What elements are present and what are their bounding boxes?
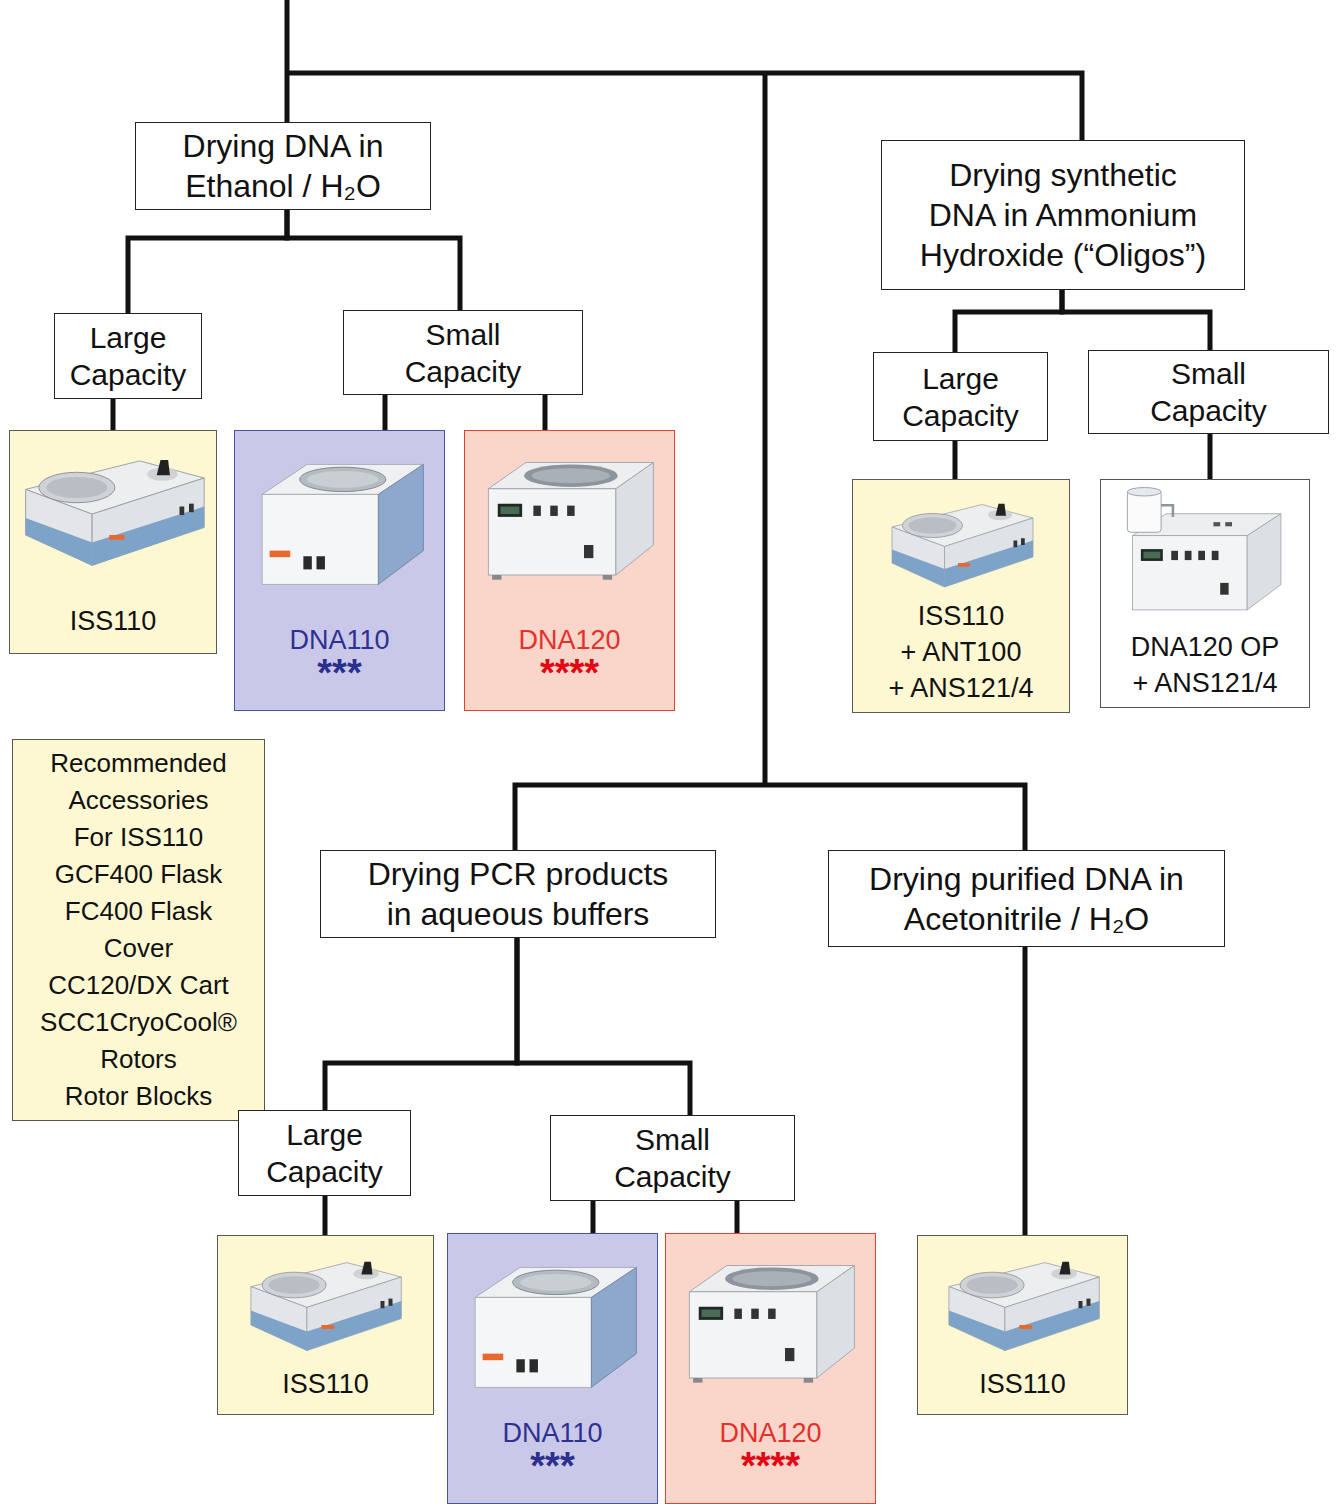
connector-line xyxy=(735,1201,740,1233)
application-box: Drying DNA in Ethanol / H₂O xyxy=(135,122,431,210)
application-box: Drying synthetic DNA in Ammonium Hydroxi… xyxy=(881,140,1245,290)
panel-fill xyxy=(665,1233,876,1504)
product-box-text: DNA120 xyxy=(719,1415,821,1451)
product-box-text: DNA120 xyxy=(518,622,620,658)
iss110-picture xyxy=(251,1262,401,1351)
product-box-text: ISS110 xyxy=(282,1366,369,1402)
connector-line xyxy=(1062,290,1210,350)
iss110-picture xyxy=(892,504,1033,587)
product-box-text: ISS110 xyxy=(918,598,1005,634)
product-box-text: **** xyxy=(741,1451,800,1481)
accessories-box-text: CC120/DX Cart xyxy=(48,967,229,1004)
connector-line xyxy=(1023,947,1028,1235)
product-box: ISS110 xyxy=(917,1235,1128,1415)
capacity-box: Small Capacity xyxy=(343,310,583,395)
connector-line xyxy=(323,1196,328,1235)
connector-line xyxy=(383,395,388,430)
application-box-text: Drying purified DNA in Acetonitrile / H₂… xyxy=(857,859,1197,939)
product-box-text: DNA110 xyxy=(289,622,389,658)
iss110-picture xyxy=(949,1262,1099,1351)
product-box-text: + ANT100 xyxy=(901,634,1022,670)
accessories-box-text: Rotors xyxy=(100,1041,177,1078)
product-box: DNA120**** xyxy=(464,430,675,711)
capacity-box-text: Small Capacity xyxy=(388,316,538,390)
product-box-text: DNA120 OP xyxy=(1131,629,1280,665)
accessories-box-text: GCF400 Flask xyxy=(55,856,223,893)
product-box: ISS110+ ANT100+ ANS121/4 xyxy=(852,479,1070,713)
accessories-box-text: Rotor Blocks xyxy=(65,1078,212,1115)
panel-fill xyxy=(217,1235,434,1415)
dna120-picture xyxy=(488,463,653,580)
dna120op-picture xyxy=(1127,488,1281,610)
iss110-picture xyxy=(26,460,205,565)
connector-line xyxy=(517,938,690,1115)
product-box: DNA110*** xyxy=(447,1233,658,1504)
panel-fill xyxy=(9,430,217,654)
accessories-box-text: Recommended Accessories For ISS110 xyxy=(48,745,229,856)
product-box-text: *** xyxy=(317,658,361,688)
accessories-box: Recommended Accessories For ISS110GCF400… xyxy=(12,739,265,1121)
accessories-box-text: SCC1CryoCool® xyxy=(40,1004,237,1041)
product-box-text: ISS110 xyxy=(70,603,157,639)
product-box: ISS110 xyxy=(9,430,217,654)
connector-line xyxy=(955,290,1062,352)
connector-line xyxy=(287,210,460,310)
product-box: DNA110*** xyxy=(234,430,445,711)
connector-line xyxy=(325,938,517,1110)
capacity-box: Large Capacity xyxy=(873,352,1048,441)
product-box: DNA120**** xyxy=(665,1233,876,1504)
product-box: DNA120 OP+ ANS121/4 xyxy=(1100,479,1310,708)
panel-fill xyxy=(1100,479,1310,708)
capacity-box-text: Small Capacity xyxy=(598,1121,748,1195)
capacity-box: Large Capacity xyxy=(54,313,202,399)
panel-fills xyxy=(9,430,1310,1504)
connector-line xyxy=(111,399,116,430)
connector-line xyxy=(1208,434,1213,479)
product-box-text: DNA110 xyxy=(502,1415,602,1451)
panel-fill xyxy=(447,1233,658,1504)
capacity-box-text: Large Capacity xyxy=(65,319,191,393)
application-box-text: Drying DNA in Ethanol / H₂O xyxy=(148,126,418,206)
dna110-picture xyxy=(475,1267,636,1387)
product-box-text: **** xyxy=(540,658,599,688)
product-box-text: *** xyxy=(530,1451,574,1481)
capacity-box-text: Small Capacity xyxy=(1134,355,1284,429)
accessories-box-text: FC400 Flask Cover xyxy=(31,893,246,967)
panel-fill xyxy=(464,430,675,711)
application-box: Drying PCR products in aqueous buffers xyxy=(320,850,716,938)
capacity-box: Small Capacity xyxy=(550,1115,795,1201)
dna110-picture xyxy=(262,464,423,584)
panel-fill xyxy=(917,1235,1128,1415)
connector-line xyxy=(953,441,958,479)
capacity-box: Small Capacity xyxy=(1088,350,1329,434)
application-box-text: Drying PCR products in aqueous buffers xyxy=(359,854,677,934)
dna120-picture xyxy=(689,1266,854,1383)
panel-fill xyxy=(852,479,1070,713)
capacity-box: Large Capacity xyxy=(238,1110,411,1196)
connector-line xyxy=(591,1201,596,1233)
application-box: Drying purified DNA in Acetonitrile / H₂… xyxy=(828,850,1225,947)
product-box-text: + ANS121/4 xyxy=(889,670,1034,706)
panel-fill xyxy=(234,430,445,711)
product-box-text: + ANS121/4 xyxy=(1133,665,1278,701)
product-box: ISS110 xyxy=(217,1235,434,1415)
product-box-text: ISS110 xyxy=(979,1366,1066,1402)
application-box-text: Drying synthetic DNA in Ammonium Hydroxi… xyxy=(915,155,1211,275)
capacity-box-text: Large Capacity xyxy=(886,360,1036,434)
connector-line xyxy=(128,210,287,313)
capacity-box-text: Large Capacity xyxy=(250,1116,400,1190)
connector-line xyxy=(543,395,548,430)
